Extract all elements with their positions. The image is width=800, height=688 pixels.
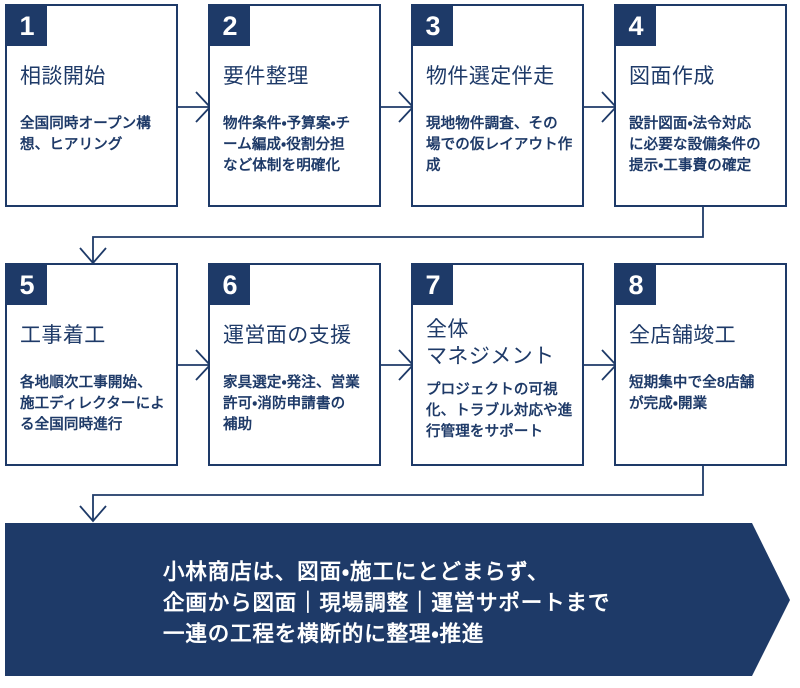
- arrow-step7-to-step8: [584, 349, 618, 381]
- step-description: 全国同時オープン構 想、ヒアリング: [20, 116, 151, 153]
- step-number-badge: 6: [210, 265, 250, 305]
- arrow-step6-to-step7: [381, 349, 415, 381]
- step-number: 1: [19, 10, 35, 41]
- step-number: 8: [628, 269, 644, 300]
- step-description: 現地物件調査、その 場での仮レイアウト作 成: [426, 116, 573, 174]
- step-description: 設計図面・法令対応 に必要な設備条件の 提示・工事費の確定: [629, 116, 761, 174]
- step-number-badge: 4: [616, 6, 656, 46]
- step-box-4: 4 図面作成 設計図面・法令対応 に必要な設備条件の 提示・工事費の確定: [614, 4, 787, 207]
- step-number-badge: 1: [7, 6, 47, 46]
- step-box-2: 2 要件整理 物件条件・予算案・チ ーム編成・役割分担 など体制を明確化: [208, 4, 381, 207]
- arrow-step4-to-step5: [79, 207, 704, 265]
- step-description: 短期集中で全8店舗 が完成・開業: [629, 375, 755, 412]
- step-title: 物件選定伴走: [426, 65, 555, 88]
- step-title: 工事着工: [20, 324, 106, 347]
- step-number: 7: [425, 269, 441, 300]
- step-number: 2: [222, 10, 238, 41]
- step-number: 4: [628, 10, 644, 41]
- step-title: 全店舗竣工: [629, 324, 737, 347]
- step-box-5: 5 工事着工 各地順次工事開始、 施工ディレクターによ る全国同時進行: [5, 263, 178, 466]
- step-box-7: 7 全体 マネジメント プロジェクトの可視 化、トラブル対応や進 行管理をサポー…: [411, 263, 584, 466]
- step-number: 6: [222, 269, 238, 300]
- step-number-badge: 3: [413, 6, 453, 46]
- summary-line-2: 企画から図面｜現場調整｜運営サポートまで: [163, 591, 611, 615]
- step-number: 3: [425, 10, 441, 41]
- step-description: 各地順次工事開始、 施工ディレクターによ る全国同時進行: [20, 375, 165, 433]
- step-box-8: 8 全店舗竣工 短期集中で全8店舗 が完成・開業: [614, 263, 787, 466]
- arrow-step8-to-banner: [79, 466, 704, 523]
- step-title: 図面作成: [629, 65, 715, 88]
- step-description: プロジェクトの可視 化、トラブル対応や進 行管理をサポート: [426, 382, 573, 440]
- step-title: 要件整理: [223, 65, 309, 88]
- summary-text: 小林商店は、図面・施工にとどまらず、 企画から図面｜現場調整｜運営サポートまで …: [163, 557, 610, 650]
- step-number: 5: [19, 269, 35, 300]
- step-box-3: 3 物件選定伴走 現地物件調査、その 場での仮レイアウト作 成: [411, 4, 584, 207]
- step-description: 物件条件・予算案・チ ーム編成・役割分担 など体制を明確化: [223, 116, 351, 174]
- summary-banner: 小林商店は、図面・施工にとどまらず、 企画から図面｜現場調整｜運営サポートまで …: [5, 523, 790, 676]
- summary-line-3: 一連の工程を横断的に整理・推進: [163, 622, 485, 646]
- step-title: 全体 マネジメント: [426, 318, 555, 368]
- step-number-badge: 7: [413, 265, 453, 305]
- step-number-badge: 2: [210, 6, 250, 46]
- step-title: 相談開始: [20, 65, 106, 88]
- arrow-step1-to-step2: [178, 91, 212, 123]
- arrow-step2-to-step3: [381, 91, 415, 123]
- step-box-6: 6 運営面の支援 家具選定・発注、営業 許可・消防申請書の 補助: [208, 263, 381, 466]
- arrow-step5-to-step6: [178, 349, 212, 381]
- step-number-badge: 8: [616, 265, 656, 305]
- arrow-step3-to-step4: [584, 91, 618, 123]
- step-description: 家具選定・発注、営業 許可・消防申請書の 補助: [223, 375, 360, 433]
- step-box-1: 1 相談開始 全国同時オープン構 想、ヒアリング: [5, 4, 178, 207]
- summary-line-1: 小林商店は、図面・施工にとどまらず、: [163, 560, 550, 584]
- step-number-badge: 5: [7, 265, 47, 305]
- step-title: 運営面の支援: [223, 324, 352, 347]
